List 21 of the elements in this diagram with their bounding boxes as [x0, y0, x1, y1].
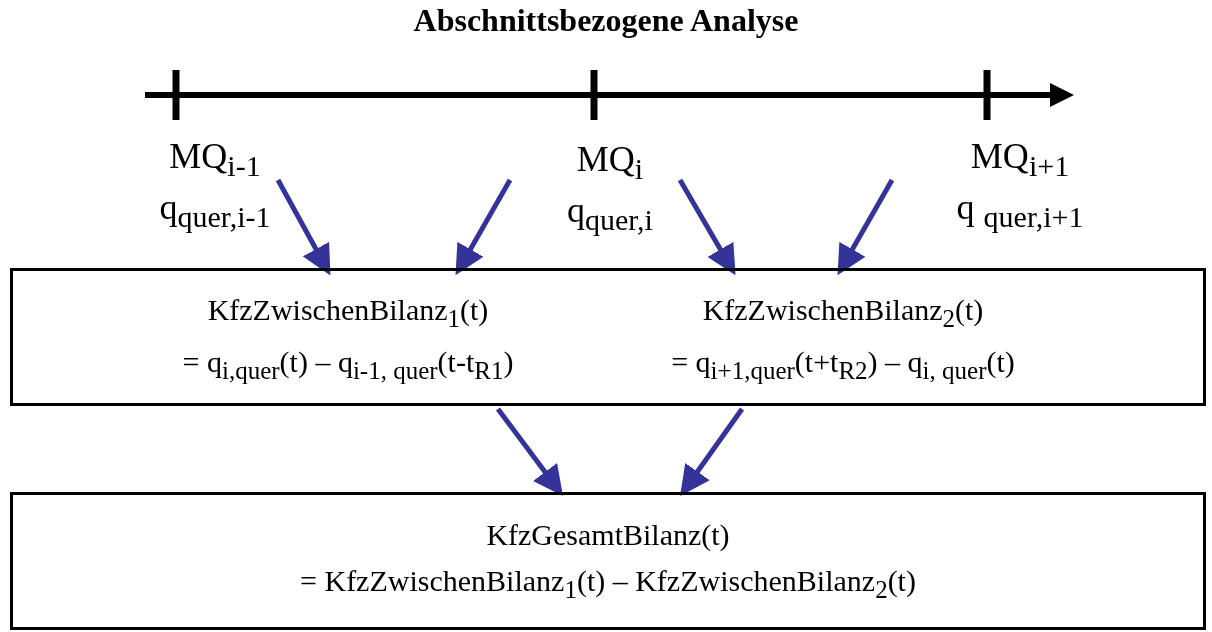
diagram-title: Abschnittsbezogene Analyse	[412, 2, 800, 39]
formula-text: KfzGesamtBilanz(t)	[486, 516, 730, 553]
arrow	[496, 407, 563, 496]
arrow	[837, 178, 895, 276]
formula-box	[10, 492, 1206, 630]
formula-text: = q$_{i,quer}$(t) – q$_{i-1, quer}$(t-t$_{R1}$)	[182, 344, 514, 386]
formula-text: KfzZwischenBilanz$_{2}$(t)	[702, 292, 984, 335]
measurement-point-label: q$_{quer,i-1}$	[159, 186, 271, 236]
measurement-point-label: MQ$_{i}$	[576, 137, 644, 187]
arrow	[455, 178, 513, 276]
formula-text: = KfzZwischenBilanz$_{1}$(t) – KfzZwischenBilanz$_{2}$(t)	[300, 563, 916, 606]
measurement-point-label: q $_{quer,i+1}$	[956, 186, 1084, 236]
formula-text: KfzZwischenBilanz$_{1}$(t)	[207, 292, 489, 335]
measurement-point-label: MQ$_{i+1}$	[970, 135, 1070, 185]
arrow	[680, 407, 745, 497]
formula-text: = q$_{i+1,quer}$(t+t$_{R2}$) – q$_{i, quer}$(t)	[671, 344, 1015, 386]
formula-box	[10, 268, 1206, 406]
arrow	[275, 178, 331, 276]
measurement-point-label: MQ$_{i-1}$	[169, 135, 261, 185]
measurement-point-label: q$_{quer,i}$	[567, 188, 653, 238]
arrow	[677, 178, 736, 276]
